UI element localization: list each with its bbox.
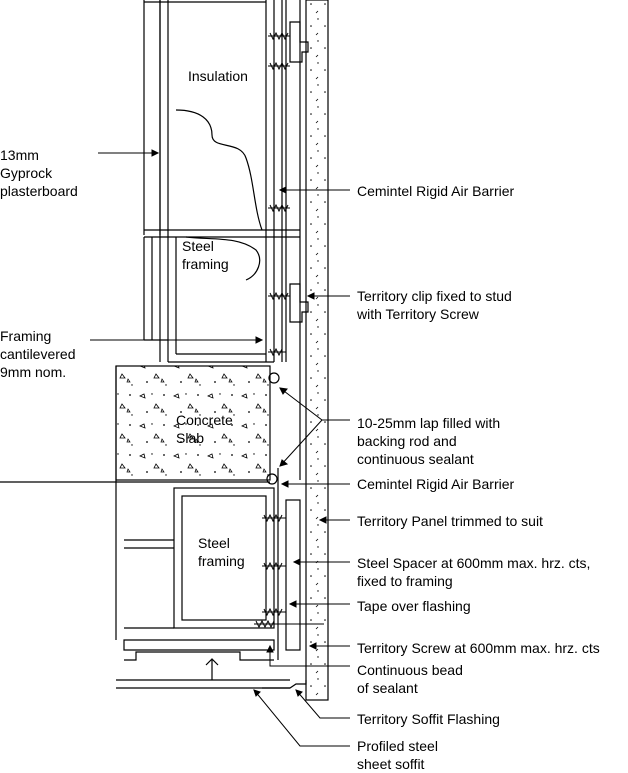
insulation-curve — [175, 109, 263, 231]
leader-lines — [90, 149, 350, 747]
framing-cantilevered-callout: Framing cantilevered 9mm nom. — [0, 328, 76, 380]
air-barrier-bottom-callout: Cemintel Rigid Air Barrier — [357, 476, 515, 492]
concrete-slab-label: Concrete Slab — [176, 412, 233, 446]
steel-spacer-callout: Steel Spacer at 600mm max. hrz. cts, fix… — [357, 555, 591, 589]
air-barrier-top-callout: Cemintel Rigid Air Barrier — [357, 183, 515, 199]
air-barrier-upper — [281, 0, 301, 480]
steel-framing-top-label: Steel framing — [182, 238, 229, 272]
territory-panel — [305, 0, 329, 701]
plasterboard-mid — [143, 237, 168, 341]
screws-upper — [268, 31, 290, 357]
backing-rod-bottom — [266, 473, 278, 485]
territory-clip-top — [289, 21, 309, 63]
backing-rod-top — [268, 372, 280, 384]
gyprock-callout: 13mm Gyprock plasterboard — [0, 147, 78, 199]
screws-lower — [254, 513, 324, 629]
steel-spacer — [285, 499, 301, 651]
lap-filled-callout: 10-25mm lap filled with backing rod and … — [357, 415, 501, 467]
territory-screw-callout: Territory Screw at 600mm max. hrz. cts — [357, 640, 600, 656]
territory-clip-callout: Territory clip fixed to stud with Territ… — [357, 288, 512, 322]
continuous-bead-callout: Continuous bead of sealant — [357, 662, 463, 696]
panel-trimmed-callout: Territory Panel trimmed to suit — [357, 513, 543, 529]
steel-framing-bottom-label: Steel framing — [198, 535, 245, 569]
tape-flashing-callout: Tape over flashing — [357, 598, 471, 614]
steel-stud-upper — [159, 0, 275, 363]
soffit-flashing — [262, 680, 307, 689]
territory-clip-mid — [289, 283, 309, 323]
insulation-label: Insulation — [188, 68, 248, 84]
steel-framing-lower — [115, 482, 275, 640]
soffit-assembly — [116, 639, 290, 689]
soffit-flashing-callout: Territory Soffit Flashing — [357, 711, 500, 727]
